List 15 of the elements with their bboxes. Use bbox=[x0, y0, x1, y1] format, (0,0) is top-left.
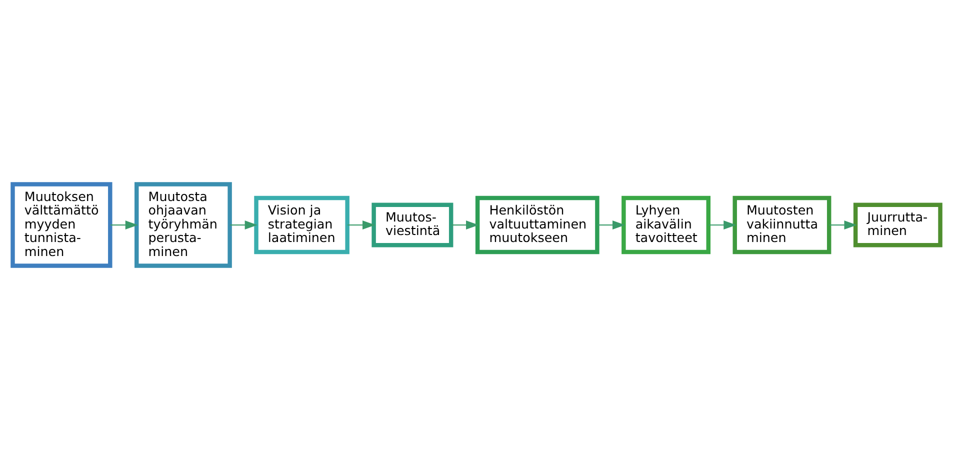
node-box: Muutosta ohjaavan työryhmän perusta- minen bbox=[134, 182, 232, 268]
node-box: Muutoksen välttämättö myyden tunnista- minen bbox=[10, 182, 112, 268]
arrow bbox=[110, 220, 138, 230]
node-box: Lyhyen aikavälin tavoitteet bbox=[622, 196, 710, 254]
node-box: Henkilöstön valtuuttaminen muutokseen bbox=[475, 196, 600, 254]
arrow bbox=[829, 220, 857, 230]
arrow bbox=[597, 220, 626, 230]
node-box: Juurrutta- minen bbox=[853, 202, 942, 248]
node-box: Muutos- viestintä bbox=[372, 202, 454, 248]
arrow bbox=[451, 220, 479, 230]
arrow bbox=[708, 220, 736, 230]
arrow bbox=[348, 220, 376, 230]
node-box: Muutosten vakiinnutta minen bbox=[732, 196, 832, 254]
arrow bbox=[230, 220, 258, 230]
node-box: Vision ja strategian laatiminen bbox=[254, 196, 350, 254]
